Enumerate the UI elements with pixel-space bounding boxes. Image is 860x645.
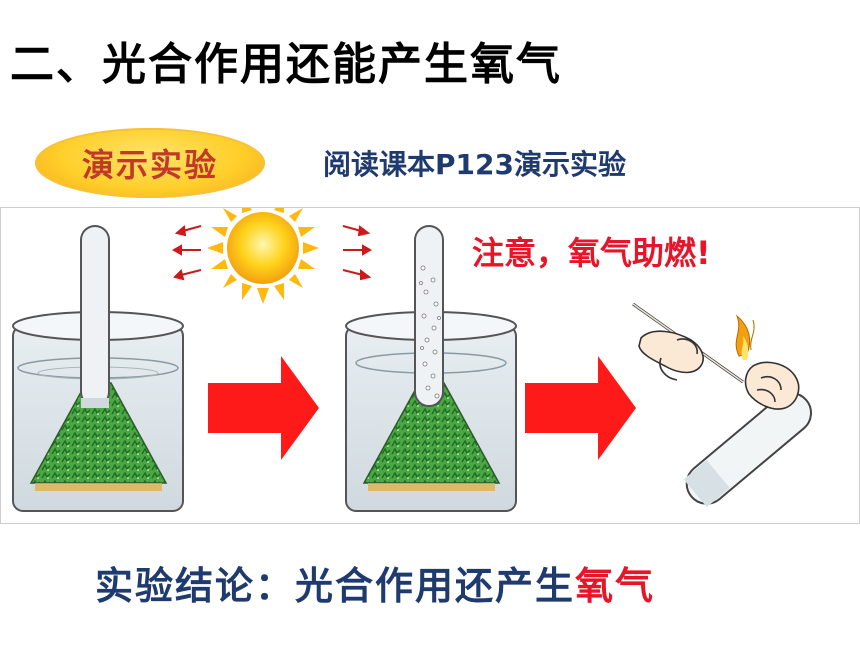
experiment-illustration [0, 207, 860, 524]
oxygen-warning: 注意，氧气助燃! [472, 234, 711, 272]
demo-badge-label: 演示实验 [81, 146, 218, 184]
light-ray-icon [171, 225, 202, 281]
slide-title: 二、光合作用还能产生氧气 [10, 39, 562, 90]
light-ray-icon [342, 225, 373, 281]
arrow-right-icon [208, 356, 319, 460]
flame-icon [735, 314, 755, 360]
reading-note: 阅读课本P123演示实验 [323, 148, 626, 181]
hand-icon [638, 330, 800, 410]
demo-badge: 演示实验 [35, 128, 265, 198]
experiment-drawing [12, 208, 812, 512]
arrow-right-icon [525, 356, 636, 460]
conclusion-highlight: 氧气 [575, 564, 656, 608]
experiment-conclusion: 实验结论：光合作用还产生氧气 [95, 555, 655, 610]
beaker-2 [345, 225, 517, 512]
beaker-1 [12, 225, 184, 512]
conclusion-text: 实验结论：光合作用还产生 [95, 564, 576, 608]
sun-icon [207, 208, 319, 304]
